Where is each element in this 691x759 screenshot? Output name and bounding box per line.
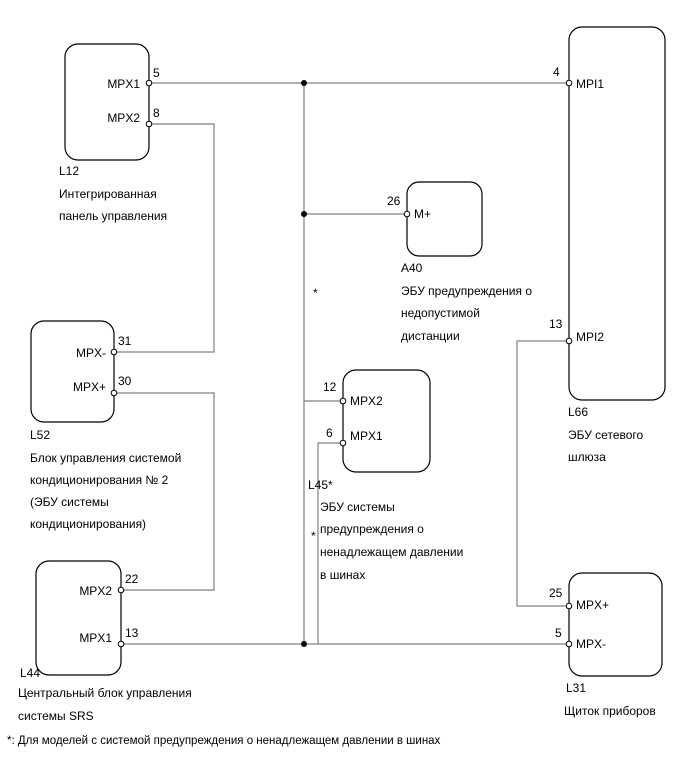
l44-desc-line-2: системы SRS: [18, 709, 94, 723]
component-l45-box: [342, 369, 431, 473]
l66-pin-mpi1-label: MPI1: [576, 77, 604, 91]
component-l52: MPX- 31 MPX+ 30 L52 Блок управления сист…: [30, 320, 181, 531]
component-l12-box: [64, 43, 150, 161]
wire-mark-lower: *: [311, 529, 316, 543]
wire-l66-mpi2-to-l31-mpxplus: [516, 340, 569, 607]
l31-pin-mpxminus-number: 5: [555, 626, 562, 640]
l12-pin-mpx1-number: 5: [153, 66, 160, 80]
l66-pin-mpi2-number: 13: [549, 317, 563, 331]
l44-desc-line-1: Центральный блок управления: [18, 686, 192, 700]
l45-desc-line-1: ЭБУ системы: [320, 500, 395, 514]
l52-desc-line-4: кондиционирования): [30, 517, 146, 531]
l12-code: L12: [59, 164, 79, 178]
l12-terminal-8: [145, 120, 153, 128]
l52-desc-line-1: Блок управления системой: [30, 451, 181, 465]
l44-pin-mpx2-label: MPX2: [79, 584, 112, 598]
l66-code: L66: [568, 405, 588, 419]
l45-desc-line-3: ненадлежащем давлении: [320, 545, 463, 559]
l66-desc-line-2: шлюза: [568, 450, 606, 464]
l44-pin-mpx2-number: 22: [125, 572, 139, 586]
footnote: *: Для моделей с системой предупреждения…: [7, 735, 441, 747]
wire-l12-mpx2-to-l52-mpx-: [114, 123, 215, 353]
l66-terminal-4: [565, 79, 573, 87]
l31-terminal-5: [565, 640, 573, 648]
a40-pin-mplus-label: M+: [414, 207, 431, 221]
l45-pin-mpx1-number: 6: [326, 426, 333, 440]
a40-desc-line-1: ЭБУ предупреждения о: [401, 284, 532, 298]
l31-pin-mpxplus-label: MPX+: [576, 598, 609, 612]
l31-desc-line-1: Щиток приборов: [564, 704, 656, 718]
component-a40-box: [406, 181, 483, 257]
component-l12: MPX1 5 MPX2 8 L12 Интегрированная панель…: [59, 43, 167, 223]
a40-terminal-26: [403, 210, 411, 218]
component-l45: MPX2 12 MPX1 6 L45* ЭБУ системы предупре…: [308, 369, 463, 582]
a40-pin-mplus-number: 26: [387, 194, 401, 208]
l31-pin-mpxplus-number: 25: [549, 586, 563, 600]
l45-terminal-12: [339, 397, 347, 405]
component-l52-box: [30, 320, 115, 423]
l52-terminal-30: [110, 389, 118, 397]
wires: [114, 82, 569, 645]
wire-mark-upper: *: [313, 286, 318, 300]
l44-pin-mpx1-label: MPX1: [79, 631, 112, 645]
l44-pin-mpx1-number: 13: [125, 626, 139, 640]
l66-terminal-13: [565, 337, 573, 345]
wire-l45-mpx1-to-bus: [317, 442, 343, 644]
l31-code: L31: [566, 681, 586, 695]
l12-desc-line-1: Интегрированная: [59, 187, 157, 201]
junction-dot-bottom: [301, 641, 307, 647]
junction-dot-top: [301, 80, 307, 86]
l45-pin-mpx1-label: MPX1: [350, 429, 383, 443]
l52-pin-mpxminus-label: MPX-: [76, 346, 106, 360]
l52-pin-mpxplus-number: 30: [118, 374, 132, 388]
l12-pin-mpx2-number: 8: [153, 106, 160, 120]
l44-terminal-22: [117, 586, 125, 594]
l44-code: L44: [20, 666, 40, 680]
l52-desc-line-2: кондиционирования № 2: [30, 473, 169, 487]
l52-terminal-31: [110, 348, 118, 356]
l45-pin-mpx2-number: 12: [323, 380, 337, 394]
component-l44-box: [35, 560, 122, 676]
a40-desc-line-2: недопустимой: [401, 306, 480, 320]
wire-l52-mpxplus-to-l44-mpx2: [114, 392, 215, 591]
component-l66-box: [568, 26, 666, 401]
l12-pin-mpx2-label: MPX2: [107, 111, 140, 125]
component-l44: MPX2 22 MPX1 13 L44 Центральный блок упр…: [18, 560, 192, 723]
l45-desc-line-4: в шинах: [320, 568, 365, 582]
junction-dot-a40: [301, 211, 307, 217]
l66-pin-mpi1-number: 4: [553, 65, 560, 79]
l45-desc-line-2: предупреждения о: [320, 522, 424, 536]
l12-pin-mpx1-label: MPX1: [107, 77, 140, 91]
l44-terminal-13: [117, 640, 125, 648]
l66-pin-mpi2-label: MPI2: [576, 330, 604, 344]
l45-code: L45*: [308, 478, 333, 492]
l12-desc-line-2: панель управления: [59, 209, 167, 223]
a40-desc-line-3: дистанции: [401, 329, 460, 343]
l45-terminal-6: [339, 439, 347, 447]
l31-terminal-25: [565, 602, 573, 610]
component-a40: M+ 26 A40 ЭБУ предупреждения о недопусти…: [387, 181, 532, 343]
l52-desc-line-3: (ЭБУ системы: [30, 495, 109, 509]
component-l31: MPX+ 25 MPX- 5 L31 Щиток приборов: [549, 572, 663, 718]
l52-pin-mpxplus-label: MPX+: [73, 380, 106, 394]
l12-terminal-5: [145, 79, 153, 87]
l52-code: L52: [30, 428, 50, 442]
component-l66: MPI1 4 MPI2 13 L66 ЭБУ сетевого шлюза: [549, 26, 666, 464]
a40-code: A40: [401, 261, 423, 275]
l66-desc-line-1: ЭБУ сетевого: [568, 428, 644, 442]
l31-pin-mpxminus-label: MPX-: [576, 637, 606, 651]
l52-pin-mpxminus-number: 31: [118, 334, 132, 348]
l45-pin-mpx2-label: MPX2: [350, 394, 383, 408]
component-l31-box: [568, 572, 663, 677]
